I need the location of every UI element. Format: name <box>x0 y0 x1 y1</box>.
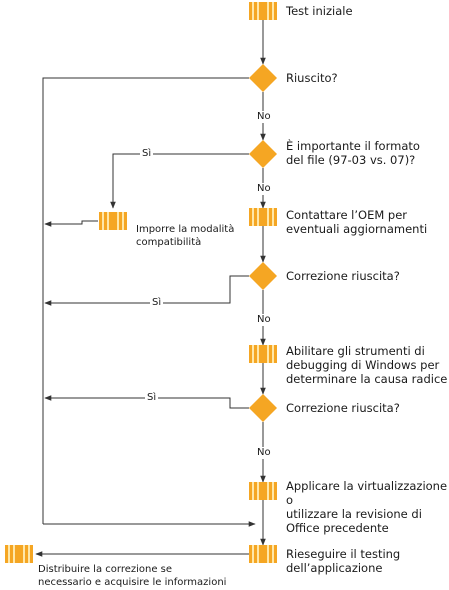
process-debug <box>249 345 277 363</box>
process-start <box>249 2 277 20</box>
process-retest <box>249 545 277 563</box>
label-oem: Contattare l’OEM per eventuali aggiornam… <box>286 208 428 236</box>
edge-dec1-left-bus <box>42 77 249 524</box>
edge-dec4-bus <box>44 395 249 409</box>
label-compat: Imporre la modalità compatibilità <box>136 224 235 248</box>
edge-label-no3: No <box>255 314 273 326</box>
edge-label-no4: No <box>255 447 273 459</box>
label-dec2: È importante il formato del file (97-03 … <box>286 139 420 167</box>
label-start: Test iniziale <box>286 4 353 18</box>
edge-compat-bus <box>44 220 98 227</box>
label-dec3: Correzione riuscita? <box>286 269 400 283</box>
process-distrib <box>5 545 33 563</box>
label-distrib: Distribuire la correzione se necessario … <box>38 564 227 588</box>
edge-label-no1: No <box>255 111 273 123</box>
decision-dec1 <box>249 64 277 92</box>
edge-dec3-bus <box>44 275 249 306</box>
decision-dec4 <box>249 394 277 422</box>
label-virt: Applicare la virtualizzazione o utilizza… <box>286 479 448 535</box>
label-dec1: Riuscito? <box>286 71 338 85</box>
decision-dec2 <box>249 140 277 168</box>
label-debug: Abilitare gli strumenti di debugging di … <box>286 344 448 386</box>
edge-label-si3: Sì <box>150 297 164 309</box>
label-retest: Rieseguire il testing dell’applicazione <box>286 547 401 575</box>
edge-label-si2: Sì <box>140 148 154 160</box>
edge-dec2-compat <box>110 153 249 209</box>
label-dec4: Correzione riuscita? <box>286 401 400 415</box>
decision-dec3 <box>249 262 277 290</box>
process-compat <box>99 212 127 230</box>
edge-label-si4: Sì <box>145 392 159 404</box>
process-virt <box>249 482 277 500</box>
edge-label-no2: No <box>255 183 273 195</box>
process-oem <box>249 208 277 226</box>
connectors <box>35 20 266 557</box>
